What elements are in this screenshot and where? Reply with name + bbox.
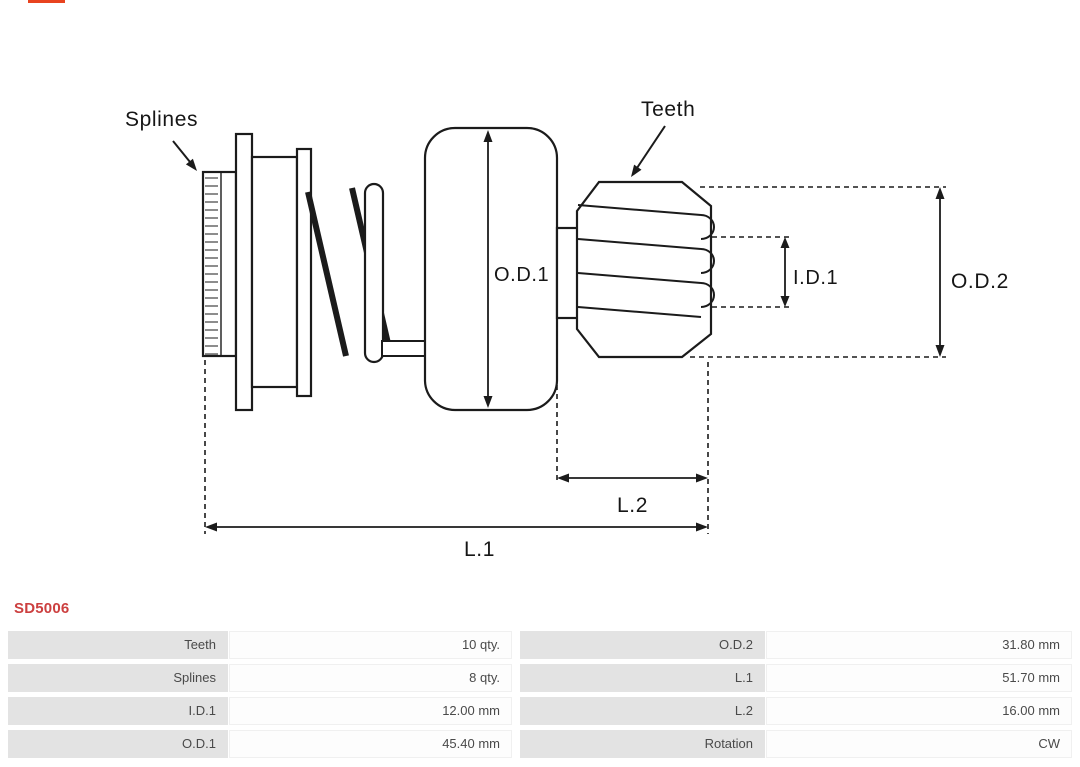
table-row: Splines 8 qty. L.1 51.70 mm bbox=[8, 664, 1072, 692]
spec-value: 8 qty. bbox=[229, 664, 512, 692]
spec-table: Teeth 10 qty. O.D.2 31.80 mm Splines 8 q… bbox=[8, 631, 1072, 763]
teeth-label: Teeth bbox=[641, 98, 695, 121]
callout-splines-arrow bbox=[172, 140, 197, 171]
table-row: Teeth 10 qty. O.D.2 31.80 mm bbox=[8, 631, 1072, 659]
spec-label: Splines bbox=[8, 664, 228, 692]
front-flange bbox=[234, 132, 254, 412]
spec-value: 12.00 mm bbox=[229, 697, 512, 725]
dimension-l1 bbox=[205, 522, 708, 532]
product-diagram: Splines Teeth O.D.1 I.D.1 O.D.2 L.2 L.1 bbox=[125, 98, 1009, 561]
splines-label: Splines bbox=[125, 108, 198, 131]
part-number: SD5006 bbox=[14, 600, 70, 617]
construction-lines bbox=[204, 186, 946, 534]
spec-value: 51.70 mm bbox=[766, 664, 1072, 692]
hub-drum bbox=[250, 155, 299, 389]
spec-label: Rotation bbox=[520, 730, 765, 758]
splined-shaft bbox=[201, 170, 238, 358]
spec-label: Teeth bbox=[8, 631, 228, 659]
spec-label: O.D.2 bbox=[520, 631, 765, 659]
spec-value: 10 qty. bbox=[229, 631, 512, 659]
spec-label: L.1 bbox=[520, 664, 765, 692]
spec-label: L.2 bbox=[520, 697, 765, 725]
l1-label: L.1 bbox=[464, 538, 495, 561]
spec-label: O.D.1 bbox=[8, 730, 228, 758]
pinion-gear bbox=[575, 180, 715, 359]
dimension-l2 bbox=[557, 473, 708, 483]
dimension-id1 bbox=[780, 237, 790, 307]
shaft-neck bbox=[555, 226, 580, 320]
spec-value: 31.80 mm bbox=[766, 631, 1072, 659]
l2-label: L.2 bbox=[617, 494, 648, 517]
od1-label: O.D.1 bbox=[494, 264, 549, 286]
id1-label: I.D.1 bbox=[793, 267, 838, 289]
spec-value: 45.40 mm bbox=[229, 730, 512, 758]
starter-drive-diagram: Splines Teeth O.D.1 I.D.1 O.D.2 L.2 L.1 bbox=[125, 98, 1009, 561]
table-row: O.D.1 45.40 mm Rotation CW bbox=[8, 730, 1072, 758]
rear-flange bbox=[295, 147, 313, 398]
table-row: I.D.1 12.00 mm L.2 16.00 mm bbox=[8, 697, 1072, 725]
spec-label: I.D.1 bbox=[8, 697, 228, 725]
od2-label: O.D.2 bbox=[951, 270, 1009, 293]
spring bbox=[305, 182, 427, 364]
logo-fragment bbox=[28, 0, 65, 3]
spec-value: 16.00 mm bbox=[766, 697, 1072, 725]
spec-value: CW bbox=[766, 730, 1072, 758]
dimension-od2 bbox=[935, 187, 945, 357]
dimension-od1 bbox=[483, 130, 493, 408]
callout-teeth-arrow bbox=[631, 125, 666, 177]
